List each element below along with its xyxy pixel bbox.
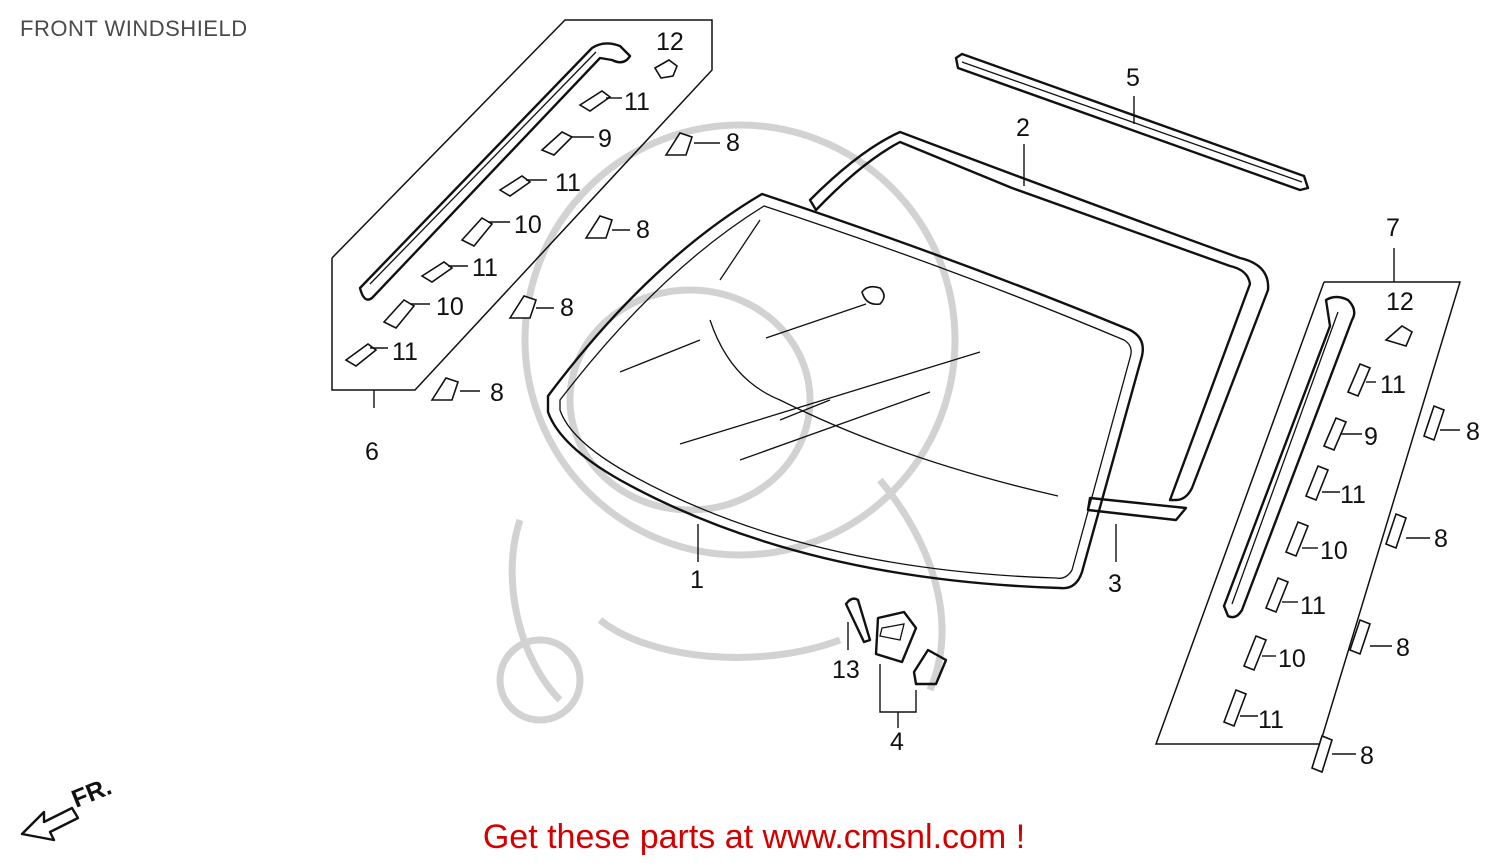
callout-labels: 1 2 3 4 5 6 7 13 12 11 9 8 11 8 10 11 8 …	[365, 28, 1480, 770]
direction-label: FR.	[68, 773, 116, 814]
callout-5: 5	[1126, 64, 1140, 92]
callout-right-11b: 11	[1340, 481, 1366, 509]
windshield-glass	[546, 192, 1144, 590]
page-title: FRONT WINDSHIELD	[20, 16, 248, 41]
callout-7: 7	[1386, 214, 1400, 242]
left-clips-8	[430, 132, 720, 401]
callout-6: 6	[365, 438, 379, 466]
watermark-logo	[496, 121, 959, 724]
callout-right-11c: 11	[1300, 592, 1326, 620]
callout-left-8c: 8	[560, 294, 574, 322]
callout-13: 13	[832, 656, 860, 684]
promo-footer: Get these parts at www.cmsnl.com !	[0, 818, 1500, 857]
right-molding-strip	[1222, 295, 1356, 619]
callout-left-12: 12	[656, 28, 684, 56]
callout-left-9: 9	[598, 125, 612, 153]
right-leaders	[1240, 381, 1376, 717]
callout-2: 2	[1016, 114, 1030, 142]
callout-left-8b: 8	[636, 216, 650, 244]
lower-dam	[1086, 496, 1188, 562]
dam-rubber	[808, 130, 1270, 502]
callout-left-8a: 8	[726, 129, 740, 157]
right-molding-group	[1154, 248, 1462, 774]
callout-left-10a: 10	[514, 211, 542, 239]
callout-1: 1	[690, 566, 704, 594]
bracket-assembly	[844, 597, 948, 728]
left-molding-strip	[358, 42, 632, 301]
callout-right-8d: 8	[1360, 742, 1374, 770]
callout-right-10a: 10	[1320, 537, 1348, 565]
callout-left-11d: 11	[392, 338, 418, 366]
right-clips-8	[1311, 404, 1460, 774]
callout-left-11c: 11	[472, 254, 498, 282]
callout-left-8d: 8	[490, 379, 504, 407]
callout-left-10b: 10	[436, 293, 464, 321]
callout-right-11a: 11	[1380, 371, 1406, 399]
callout-3: 3	[1108, 570, 1122, 598]
callout-right-11d: 11	[1258, 706, 1284, 734]
right-clips	[1222, 325, 1414, 728]
callout-right-10b: 10	[1278, 645, 1306, 673]
roof-molding	[954, 52, 1310, 192]
callout-4: 4	[890, 728, 904, 756]
right-group-frame	[1154, 281, 1462, 745]
callout-right-9: 9	[1364, 423, 1378, 451]
callout-left-11a: 11	[624, 88, 650, 116]
left-clips	[344, 59, 678, 367]
promo-link-text[interactable]: Get these parts at www.cmsnl.com !	[482, 818, 1026, 856]
callout-right-8b: 8	[1434, 525, 1448, 553]
left-leaders	[370, 97, 622, 349]
callout-right-8c: 8	[1396, 634, 1410, 662]
callout-right-12: 12	[1386, 288, 1414, 316]
callout-left-11b: 11	[555, 169, 581, 197]
callout-right-8a: 8	[1466, 418, 1480, 446]
left-group-frame	[331, 19, 713, 391]
left-molding-group	[331, 19, 720, 408]
